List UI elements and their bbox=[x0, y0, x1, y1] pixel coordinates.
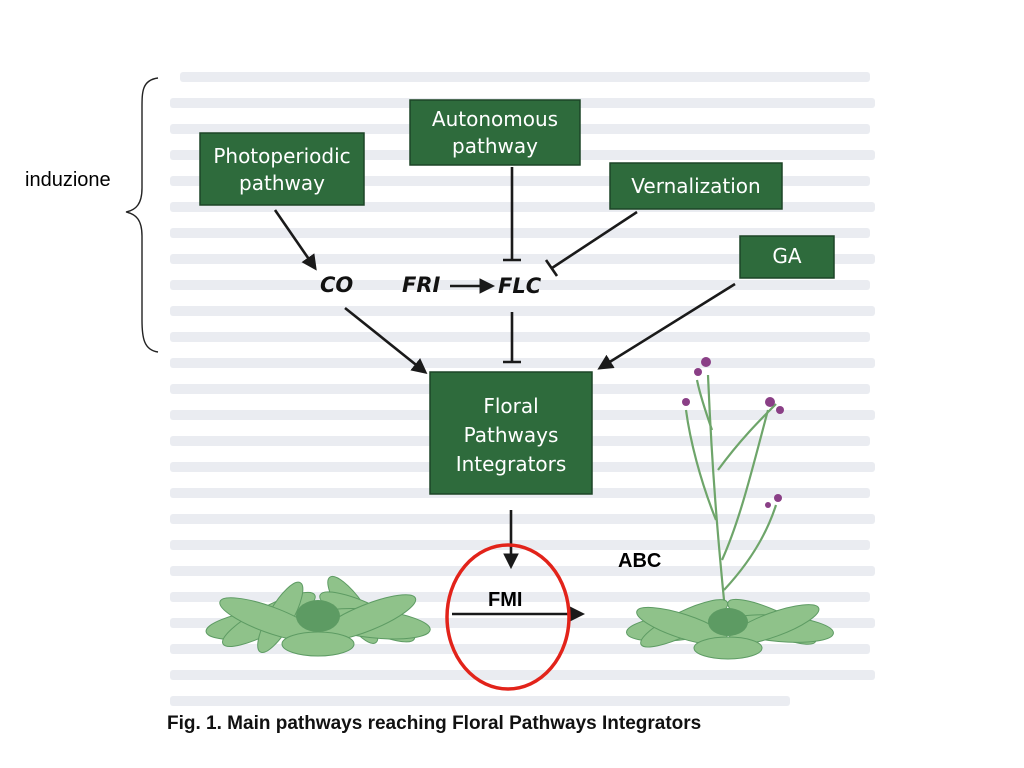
edges bbox=[273, 167, 736, 622]
box-vernalization: Vernalization bbox=[609, 162, 783, 210]
figure-caption: Fig. 1. Main pathways reaching Floral Pa… bbox=[167, 713, 701, 734]
edge-photoperiodic-to-co bbox=[273, 209, 317, 271]
box-autonomous-line1: Autonomous bbox=[432, 107, 558, 131]
box-integrators-line3: Integrators bbox=[456, 452, 567, 476]
box-floral-pathways-integrators: Floral Pathways Integrators bbox=[429, 371, 593, 495]
rosette-plant-illustration bbox=[205, 575, 431, 657]
box-photoperiodic-pathway: Photoperiodic pathway bbox=[199, 132, 365, 206]
box-photoperiodic-line1: Photoperiodic bbox=[213, 144, 350, 168]
flowering-plant-illustration bbox=[626, 357, 834, 660]
label-abc: ABC bbox=[618, 550, 661, 572]
box-vernalization-line1: Vernalization bbox=[631, 174, 760, 198]
box-ga: GA bbox=[739, 235, 835, 279]
box-integrators-line1: Floral bbox=[483, 394, 538, 418]
label-fmi: FMI bbox=[488, 589, 522, 611]
node-fri: FRI bbox=[402, 273, 441, 297]
edge-vernalization-inhibit-bar bbox=[544, 259, 559, 277]
edge-co-to-integrators bbox=[344, 306, 428, 374]
fmi-highlight-circle bbox=[445, 543, 571, 691]
edge-vernalization-inhibits-flc bbox=[551, 210, 638, 270]
box-ga-line1: GA bbox=[772, 244, 801, 268]
bracket-label: induzione bbox=[25, 169, 111, 191]
curly-bracket bbox=[125, 77, 159, 353]
edge-ga-to-integrators bbox=[597, 282, 736, 370]
box-integrators-line2: Pathways bbox=[464, 423, 559, 447]
node-flc: FLC bbox=[498, 274, 542, 298]
box-photoperiodic-line2: pathway bbox=[239, 171, 325, 195]
box-autonomous-pathway: Autonomous pathway bbox=[409, 99, 581, 166]
box-autonomous-line2: pathway bbox=[452, 134, 538, 158]
node-co: CO bbox=[320, 273, 353, 297]
